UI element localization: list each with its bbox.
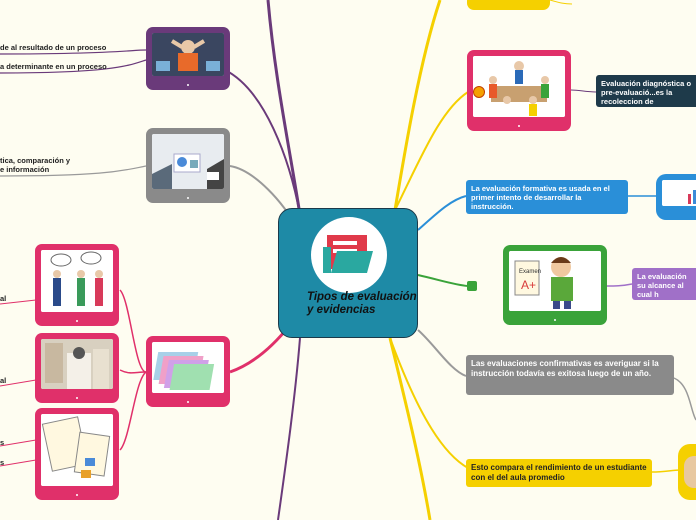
left-label-4: al <box>0 294 7 303</box>
photo-classroom <box>473 56 565 117</box>
folder-icon <box>311 217 387 293</box>
branch-purple <box>266 0 302 216</box>
card-folders[interactable] <box>146 336 230 407</box>
photo-folders <box>152 342 224 393</box>
left-label-1: de al resultado de un proceso <box>0 43 107 52</box>
box-sumativa[interactable]: La evaluación su alcance al cual h impor… <box>632 268 696 300</box>
card-stress[interactable] <box>146 27 230 90</box>
smiley-icon <box>473 86 485 98</box>
branch-purple-2 <box>224 69 301 216</box>
branch-dark <box>277 337 301 520</box>
photo-contract <box>41 414 113 486</box>
card-contract[interactable] <box>35 408 119 500</box>
box-diagnostica[interactable]: Evaluación diagnóstica o pre-evaluació..… <box>596 75 696 107</box>
branch-yellow <box>393 0 442 211</box>
left-label-3a: tica, comparación y <box>0 156 71 165</box>
photo-people-talking <box>41 250 113 312</box>
card-people-talking[interactable] <box>35 244 119 326</box>
green-node-marker <box>467 281 477 291</box>
box-formativa[interactable]: La evaluación formativa es usada en el p… <box>466 180 628 214</box>
photo-stressed-person <box>152 33 224 76</box>
photo-paperwork <box>41 339 113 389</box>
card-formativa-image[interactable] <box>656 174 696 220</box>
left-label-3b: e información <box>0 165 50 174</box>
photo-business-meeting <box>152 134 224 189</box>
central-topic[interactable]: Tipos de evaluación y evidencias <box>278 208 418 338</box>
left-label-2: a determinante en un proceso <box>0 62 107 71</box>
card-meeting[interactable] <box>146 128 230 203</box>
central-topic-title: Tipos de evaluación y evidencias <box>307 291 417 316</box>
card-paperwork[interactable] <box>35 333 119 403</box>
branch-green <box>417 274 469 287</box>
branch-gray-right <box>417 329 467 377</box>
branch-yellow-bottom-2 <box>389 337 469 469</box>
branch-blue <box>417 195 467 231</box>
box-confirmativa[interactable]: Las evaluaciones confirmativas es averig… <box>466 355 674 395</box>
photo-chart <box>662 180 696 206</box>
svg-text:A+: A+ <box>521 278 536 292</box>
branch-yellow-2 <box>394 91 469 211</box>
left-label-6: s <box>0 438 5 447</box>
svg-text:Examen: Examen <box>519 269 541 275</box>
card-top-yellow[interactable] <box>467 0 550 10</box>
box-comparativa[interactable]: Esto compara el rendimiento de un estudi… <box>466 459 652 487</box>
left-label-5: al <box>0 376 7 385</box>
left-label-7: s <box>0 458 5 467</box>
photo-face <box>684 456 696 488</box>
card-comparativa-image[interactable] <box>678 444 696 500</box>
branch-yellow-bottom <box>388 337 432 520</box>
